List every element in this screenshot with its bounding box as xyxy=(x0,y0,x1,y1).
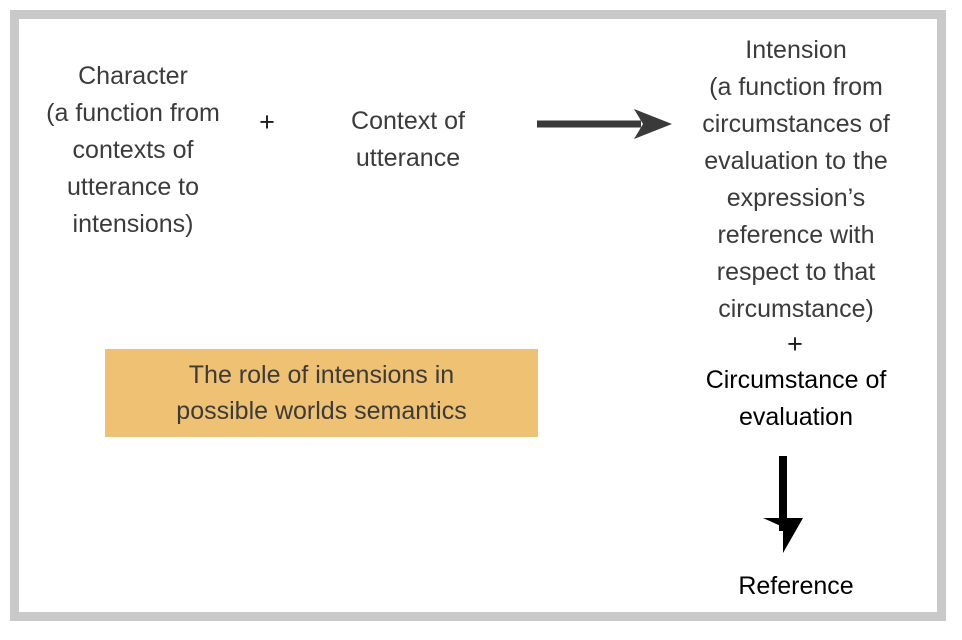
arrow-right-icon xyxy=(536,106,676,142)
node-context-of-utterance: Context of utterance xyxy=(351,107,465,172)
node-intension: Intension (a function from circumstances… xyxy=(702,36,890,323)
node-reference: Reference xyxy=(738,572,854,600)
node-circumstance-of-evaluation: Circumstance of evaluation xyxy=(705,366,887,431)
caption-text: The role of intensions in possible world… xyxy=(176,361,467,425)
caption-box: The role of intensions in possible world… xyxy=(105,349,538,437)
arrow-down-icon xyxy=(757,455,809,555)
diagram-frame xyxy=(10,10,946,621)
node-character: Character (a function from contexts of u… xyxy=(46,62,220,238)
plus-operator-character-context: + xyxy=(259,107,275,137)
plus-operator-intension-circumstance: + xyxy=(787,329,803,359)
